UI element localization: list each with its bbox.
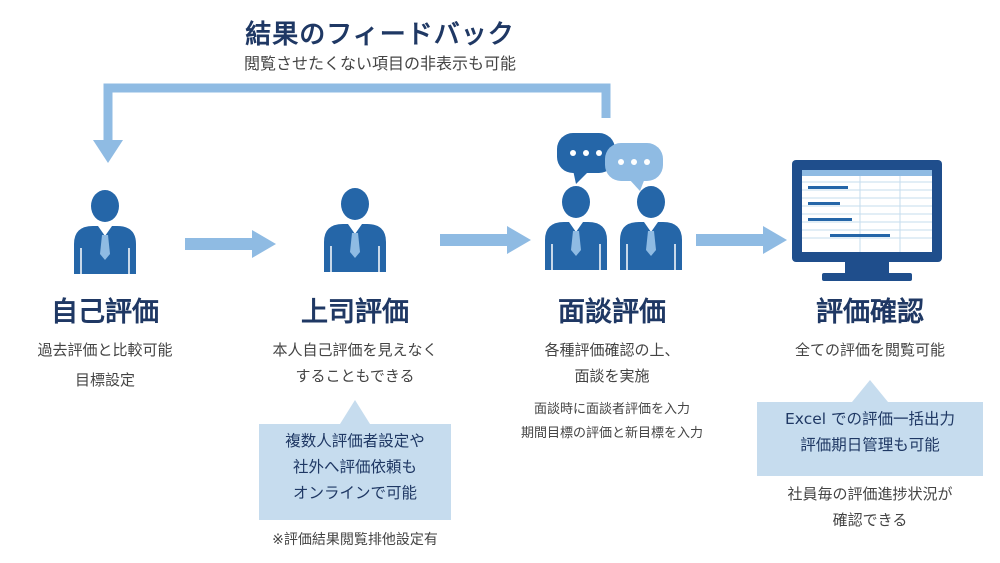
step-desc-line: 全ての評価を閲覧可能 xyxy=(794,341,945,359)
callout-pointer-boss xyxy=(340,400,370,424)
callout-confirm: Excel での評価一括出力 評価期日管理も可能 xyxy=(757,402,983,476)
note-line: 面談時に面談者評価を入力 xyxy=(533,402,690,417)
extra-confirm: 社員毎の評価進捗状況が 確認できる xyxy=(750,481,990,533)
monitor-icon xyxy=(792,160,942,281)
person-icon-self xyxy=(73,189,137,275)
step-desc-interview: 各種評価確認の上、 面談を実施 xyxy=(492,337,732,389)
speech-bubble-icon-left xyxy=(557,133,615,184)
step-title-interview: 面談評価 xyxy=(558,297,666,328)
step-desc-confirm: 全ての評価を閲覧可能 xyxy=(750,337,990,363)
speech-bubble-icon-right xyxy=(605,143,663,191)
step-desc-self: 過去評価と比較可能 目標設定 xyxy=(0,337,225,393)
callout-line: 評価期日管理も可能 xyxy=(800,436,940,454)
arrow-2-to-3 xyxy=(440,226,531,254)
arrow-3-to-4 xyxy=(696,226,787,254)
step-desc-boss: 本人自己評価を見えなく することもできる xyxy=(235,337,475,389)
callout-line: Excel での評価一括出力 xyxy=(785,410,955,428)
step-desc-line: 面談を実施 xyxy=(574,367,650,385)
arrow-1-to-2 xyxy=(185,230,276,258)
step-desc-line: 各種評価確認の上、 xyxy=(544,341,680,359)
notes-interview: 面談時に面談者評価を入力 期間目標の評価と新目標を入力 xyxy=(482,398,742,446)
note-line: 期間目標の評価と新目標を入力 xyxy=(520,426,703,441)
step-desc-line: 本人自己評価を見えなく xyxy=(272,341,438,359)
extra-line: 確認できる xyxy=(832,511,908,529)
callout-line: 複数人評価者設定や xyxy=(285,432,425,450)
feedback-title: 結果のフィードバック xyxy=(245,20,515,50)
step-title-self: 自己評価 xyxy=(51,297,159,328)
step-desc-line: することもできる xyxy=(295,367,415,385)
person-icon-interview-right xyxy=(619,185,683,271)
step-desc-line: 過去評価と比較可能 xyxy=(37,341,173,359)
step-title-confirm: 評価確認 xyxy=(816,297,924,328)
note-boss: ※評価結果閲覧排他設定有 xyxy=(272,532,438,548)
feedback-loop-arrow xyxy=(93,83,611,163)
callout-pointer-confirm xyxy=(852,380,888,402)
callout-boss: 複数人評価者設定や 社外へ評価依頼も オンラインで可能 xyxy=(259,424,451,520)
callout-line: オンラインで可能 xyxy=(292,484,417,502)
extra-line: 社員毎の評価進捗状況が xyxy=(787,485,953,503)
person-icon-interview-left xyxy=(544,185,608,271)
person-icon-boss xyxy=(323,187,387,273)
feedback-subtitle: 閲覧させたくない項目の非表示も可能 xyxy=(243,54,516,73)
step-title-boss: 上司評価 xyxy=(301,297,409,328)
callout-line: 社外へ評価依頼も xyxy=(292,458,417,476)
step-desc-line: 目標設定 xyxy=(74,371,135,389)
